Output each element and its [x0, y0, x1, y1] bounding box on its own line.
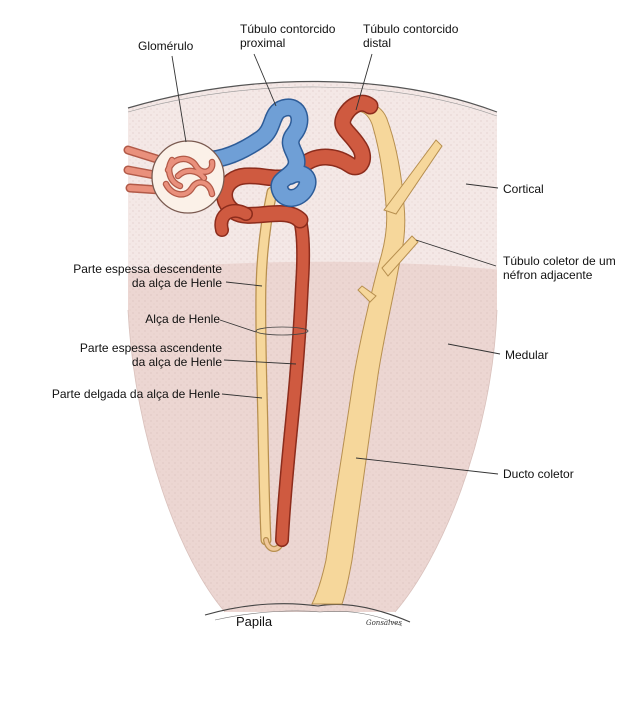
label-papila: Papila — [236, 614, 273, 629]
label-coletor-adjacente-2: néfron adjacente — [503, 268, 593, 282]
label-espessa-descendente-1: Parte espessa descendente — [73, 262, 222, 276]
leader-lines — [171, 53, 501, 475]
loop-of-henle — [255, 186, 311, 552]
bowman-capsule — [151, 140, 225, 214]
label-coletor-adjacente-1: Túbulo coletor de um — [503, 254, 616, 268]
glomerulus — [123, 140, 225, 214]
capsule-outline — [127, 80, 498, 113]
proximal-tubule — [196, 98, 317, 207]
label-alca-henle: Alça de Henle — [145, 312, 220, 326]
label-espessa-descendente-2: da alça de Henle — [131, 276, 222, 290]
label-medular: Medular — [505, 348, 549, 362]
distal-tubule — [214, 94, 379, 237]
label-glomerulo: Glomérulo — [138, 39, 194, 53]
label-tubulo-proximal-2: proximal — [240, 36, 286, 50]
papilla-outline — [204, 603, 411, 623]
label-parte-delgada: Parte delgada da alça de Henle — [51, 387, 220, 401]
collecting-duct — [311, 101, 443, 605]
label-espessa-ascendente-1: Parte espessa ascendente — [79, 341, 222, 355]
label-cortical: Cortical — [503, 182, 544, 196]
artist-signature: Gonsalves — [366, 619, 403, 627]
label-ducto-coletor: Ducto coletor — [503, 467, 574, 481]
label-tubulo-distal-2: distal — [363, 36, 392, 50]
label-tubulo-proximal-1: Túbulo contorcido — [240, 22, 336, 36]
label-tubulo-distal-1: Túbulo contorcido — [363, 22, 459, 36]
label-espessa-ascendente-2: da alça de Henle — [131, 355, 222, 369]
